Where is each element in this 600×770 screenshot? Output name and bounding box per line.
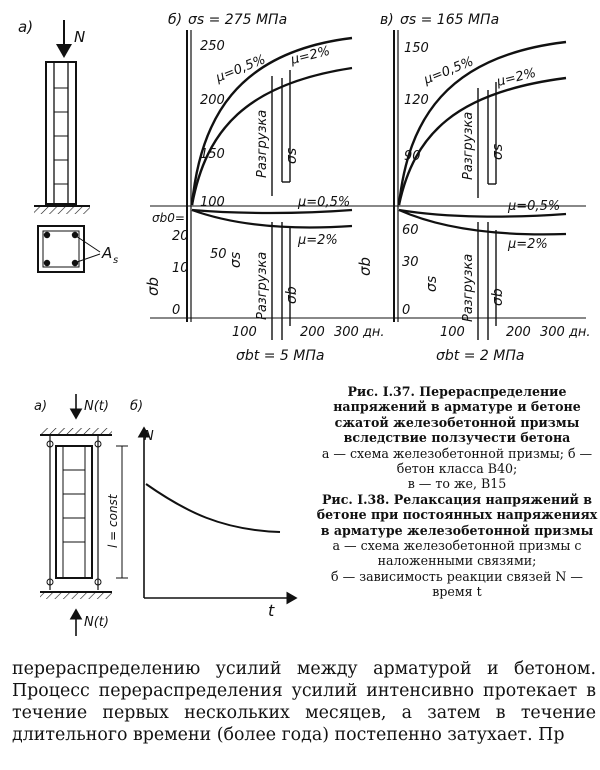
figure-drawings: а) N A s bbox=[18, 12, 591, 636]
caption-legend-138-2: б — зависимость реакции связей N — время… bbox=[331, 568, 583, 600]
c-x-300: 300 дн. bbox=[540, 325, 591, 340]
fig138-panel-b: б) N t bbox=[130, 399, 298, 620]
panel-b-sigma-s-header: σs = 275 МПа bbox=[188, 12, 287, 28]
b-sigma-b0: σb0= bbox=[152, 211, 185, 225]
b-unloading-upper: Разгрузка bbox=[255, 110, 270, 178]
c-sigma-bt: σbt = 2 МПа bbox=[436, 348, 524, 364]
rebar-label: A bbox=[101, 244, 112, 262]
cross-section bbox=[37, 225, 85, 273]
b-tick-200: 200 bbox=[200, 93, 225, 108]
body-paragraph: перераспределению усилий между арматурой… bbox=[12, 658, 596, 746]
fig138-force-top: N(t) bbox=[84, 399, 109, 414]
fig138-force-bottom: N(t) bbox=[84, 615, 109, 630]
c-x-100: 100 bbox=[440, 325, 465, 340]
b-x-300: 300 дн. bbox=[334, 325, 385, 340]
c-sigma-s-label: σs bbox=[490, 144, 506, 160]
c-tick-150: 150 bbox=[404, 41, 429, 56]
b-sigma-b-lower: σb bbox=[284, 286, 300, 304]
c-unloading-upper: Разгрузка bbox=[461, 112, 476, 180]
fig137-panel-a: а) N A s bbox=[18, 18, 118, 273]
c-mu05-lower: μ=0,5% bbox=[507, 199, 560, 214]
b-mu05-upper: μ=0,5% bbox=[213, 52, 268, 86]
b-mu2-lower: μ=2% bbox=[297, 233, 338, 248]
b-tick-250: 250 bbox=[200, 39, 225, 54]
c-curve-mu2-upper bbox=[397, 76, 567, 206]
c-sigma-b-lower: σb bbox=[490, 288, 506, 306]
b-curve-mu2-lower bbox=[191, 208, 353, 229]
panel-c-label: в) bbox=[380, 12, 394, 28]
fig138-prism bbox=[55, 445, 93, 579]
rebar-sub: s bbox=[113, 255, 118, 266]
c-mu05-upper: μ=0,5% bbox=[421, 54, 476, 88]
support-hatch bbox=[34, 206, 90, 214]
b-curve-mu05-lower bbox=[191, 208, 353, 215]
c-tick-120: 120 bbox=[404, 93, 429, 108]
b-sigma-s-label: σs bbox=[284, 148, 300, 164]
b-tick-100: 100 bbox=[200, 195, 225, 210]
fig138-length: l = const bbox=[106, 493, 120, 548]
c-mu2-lower: μ=2% bbox=[507, 237, 548, 252]
b-curve-mu05-upper bbox=[190, 36, 353, 206]
c-curve-mu05-upper bbox=[397, 40, 567, 206]
c-tick-60: 60 bbox=[402, 223, 419, 238]
fig138-relaxation-curve bbox=[145, 483, 281, 533]
fig138-y-axis: N bbox=[144, 429, 154, 444]
b-tick-20: 20 bbox=[172, 229, 189, 244]
c-curve-mu05-lower bbox=[398, 208, 567, 218]
fig138-panel-a: а) N(t) l = const bbox=[34, 394, 128, 636]
caption-title-137: Рис. I.37. Перераспределение напряжений … bbox=[333, 384, 581, 446]
b-tick-10: 10 bbox=[172, 261, 189, 276]
c-curve-mu2-lower bbox=[398, 208, 567, 236]
b-x-100: 100 bbox=[232, 325, 257, 340]
c-sigma-s-lower: σs bbox=[424, 276, 440, 292]
c-tick-30: 30 bbox=[402, 255, 419, 270]
force-label: N bbox=[74, 28, 85, 46]
fig138-a-label: а) bbox=[34, 399, 47, 414]
b-curve-mu2-upper bbox=[190, 66, 353, 206]
caption-legend-137-1: а — схема железобетонной призмы; б — бет… bbox=[321, 445, 593, 477]
caption-legend-138-1: а — схема железобетонной призмы с наложе… bbox=[332, 538, 582, 569]
b-unloading-lower: Разгрузка bbox=[255, 252, 270, 320]
panel-a-label: а) bbox=[18, 18, 33, 36]
fig138-b-label: б) bbox=[130, 399, 143, 414]
c-sigma-b-label: σb bbox=[356, 257, 374, 276]
caption-title-138: Рис. I.38. Релаксация напряжений в бетон… bbox=[316, 491, 598, 538]
fig137-panel-b: б) σs = 275 МПа 250 200 150 100 μ=0,5% μ… bbox=[144, 12, 385, 364]
b-x-200: 200 bbox=[300, 325, 325, 340]
prism-outline bbox=[45, 61, 77, 205]
c-tick-0: 0 bbox=[402, 303, 410, 318]
c-unloading-lower: Разгрузка bbox=[461, 254, 476, 322]
panel-c-sigma-s-header: σs = 165 МПа bbox=[400, 12, 499, 28]
b-sigma-b-label: σb bbox=[144, 277, 162, 296]
b-mu05-lower: μ=0,5% bbox=[297, 195, 350, 210]
body-text: перераспределению усилий между арматурой… bbox=[12, 659, 596, 745]
fig137-panel-c: в) σs = 165 МПа 150 120 90 μ=0,5% μ=2% Р… bbox=[356, 12, 591, 364]
figure-caption: Рис. I.37. Перераспределение напряжений … bbox=[316, 384, 598, 600]
b-sigma-bt: σbt = 5 МПа bbox=[236, 348, 324, 364]
b-tick-50: 50 bbox=[210, 247, 227, 262]
b-mu2-upper: μ=2% bbox=[288, 44, 331, 68]
panel-b-label: б) bbox=[168, 12, 182, 28]
b-tick-0: 0 bbox=[172, 303, 180, 318]
caption-legend-137-2: в — то же, В15 bbox=[407, 476, 507, 492]
b-sigma-s-lower: σs bbox=[228, 252, 244, 268]
fig138-x-axis: t bbox=[268, 601, 275, 620]
c-x-200: 200 bbox=[506, 325, 531, 340]
